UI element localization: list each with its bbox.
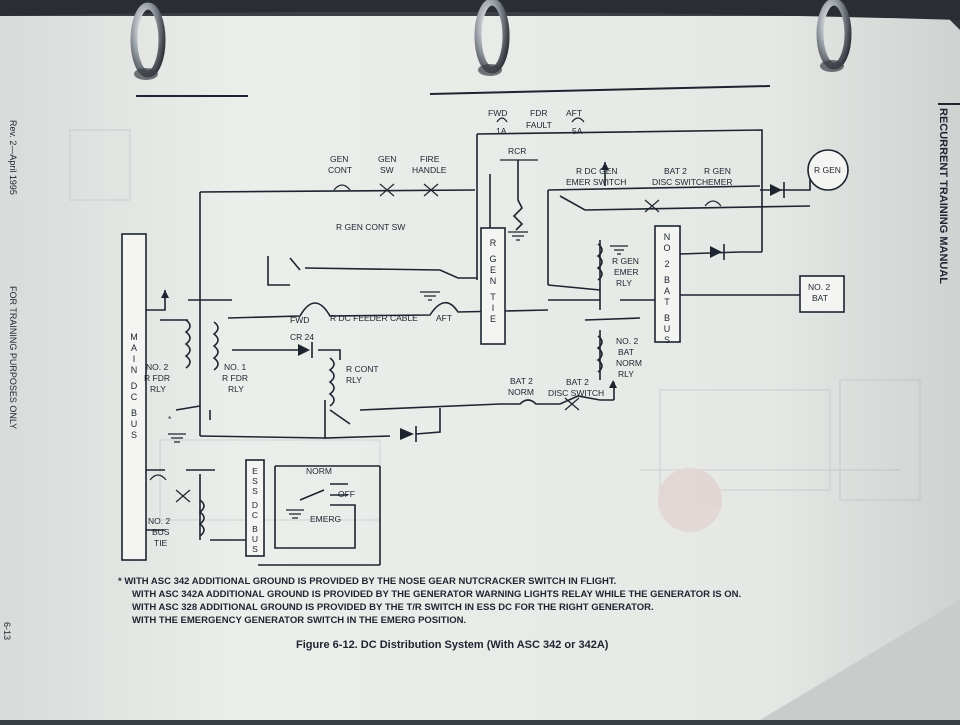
label-r-cont-1: R CONT bbox=[346, 364, 379, 374]
ess-dc-bus bbox=[245, 459, 265, 557]
label-r-gen-emer-rly-2: EMER bbox=[614, 267, 639, 277]
label-r-gen-emer-rly-1: R GEN bbox=[612, 256, 639, 266]
figure-caption: Figure 6-12. DC Distribution System (Wit… bbox=[296, 639, 609, 651]
label-fwd-top: FWD bbox=[488, 108, 507, 118]
label-emer-switch: EMER SWITCH bbox=[566, 177, 626, 187]
label-gen-sw-2: SW bbox=[380, 165, 394, 175]
label-r-gen-emer-1: R GEN bbox=[704, 166, 731, 176]
label-no2-bus-tie-1: NO. 2 bbox=[148, 516, 170, 526]
label-no2-r-fdr-3: RLY bbox=[150, 384, 166, 394]
label-bat2-disc-1: BAT 2 bbox=[566, 377, 589, 387]
label-no2-r-fdr-1: NO. 2 bbox=[146, 362, 168, 372]
label-no2-bus-tie-3: TIE bbox=[154, 538, 168, 548]
page-number: 6-13 bbox=[2, 622, 12, 640]
label-no2-bat-norm-rly-2: BAT bbox=[618, 347, 634, 357]
label-r-gen-cont-sw: R GEN CONT SW bbox=[336, 222, 405, 232]
wiring bbox=[146, 129, 811, 566]
no2-bat-bus bbox=[654, 225, 681, 343]
relay-coils bbox=[184, 243, 603, 537]
binder-rings bbox=[130, 0, 852, 80]
label-r-gen-emer-rly-3: RLY bbox=[616, 278, 632, 288]
diagram-labels: FWD 1A FDR FAULT AFT 5A RCR GEN CONT GEN… bbox=[144, 108, 841, 548]
label-fwd-mid: FWD bbox=[290, 315, 309, 325]
label-no1-r-fdr-1: NO. 1 bbox=[224, 362, 246, 372]
circuit-breakers bbox=[149, 117, 722, 481]
contact-arrows bbox=[161, 162, 617, 388]
label-r-dc-feeder-cable: R DC FEEDER CABLE bbox=[330, 313, 418, 323]
label-no2-bat-2: BAT bbox=[812, 293, 828, 303]
label-bat2-norm-2: NORM bbox=[508, 387, 534, 397]
label-r-dc-gen: R DC GEN bbox=[576, 166, 618, 176]
diodes bbox=[298, 182, 785, 442]
label-amp-1a: 1A bbox=[496, 126, 507, 136]
footnote-4: WITH THE EMERGENCY GENERATOR SWITCH IN T… bbox=[132, 615, 466, 626]
label-bat2-norm-1: BAT 2 bbox=[510, 376, 533, 386]
label-norm: NORM bbox=[306, 466, 332, 476]
label-no2-bus-tie-2: BUS bbox=[152, 527, 170, 537]
footnote-1: * WITH ASC 342 ADDITIONAL GROUND IS PROV… bbox=[118, 576, 616, 587]
footnote-3: WITH ASC 328 ADDITIONAL GROUND IS PROVID… bbox=[132, 602, 654, 613]
ground-symbols bbox=[168, 231, 628, 519]
label-fault: FAULT bbox=[526, 120, 552, 130]
header-rules bbox=[136, 85, 960, 105]
label-gen-cont-1: GEN bbox=[330, 154, 348, 164]
r-gen-tie-bus bbox=[480, 227, 506, 345]
label-gen-sw-1: GEN bbox=[378, 154, 396, 164]
label-no2-r-fdr-2: R FDR bbox=[144, 373, 170, 383]
label-no2-bat-1: NO. 2 bbox=[808, 282, 830, 292]
binder-ring-center bbox=[474, 0, 510, 76]
switch-contacts bbox=[175, 183, 660, 503]
label-cr24: CR 24 bbox=[290, 332, 314, 342]
label-gen-cont-2: CONT bbox=[328, 165, 352, 175]
no2-bat-box bbox=[799, 275, 845, 313]
revision-date: Rev. 2—April 1995 bbox=[8, 120, 18, 195]
label-no1-r-fdr-3: RLY bbox=[228, 384, 244, 394]
label-emerg: EMERG bbox=[310, 514, 341, 524]
label-no2-bat-norm-rly-3: NORM bbox=[616, 358, 642, 368]
label-bat2-top: BAT 2 bbox=[664, 166, 687, 176]
label-off: OFF bbox=[338, 489, 355, 499]
label-no2-bat-norm-rly-1: NO. 2 bbox=[616, 336, 638, 346]
binder-ring-right bbox=[816, 0, 852, 72]
label-r-gen: R GEN bbox=[814, 165, 841, 175]
r-gen-symbol bbox=[807, 149, 849, 191]
label-fire-1: FIRE bbox=[420, 154, 440, 164]
label-no1-r-fdr-2: R FDR bbox=[222, 373, 248, 383]
main-dc-bus bbox=[121, 233, 147, 561]
label-bat2-disc-2: DISC SWITCH bbox=[548, 388, 604, 398]
footnote-2: WITH ASC 342A ADDITIONAL GROUND IS PROVI… bbox=[132, 589, 741, 600]
binder-ring-left bbox=[130, 2, 166, 80]
label-amp-5a: 5A bbox=[572, 126, 583, 136]
label-aft-top: AFT bbox=[566, 108, 582, 118]
label-disc-switch-top: DISC SWITCH bbox=[652, 177, 708, 187]
label-no2-bat-norm-rly-4: RLY bbox=[618, 369, 634, 379]
label-asterisk: * bbox=[168, 414, 172, 424]
label-aft-mid: AFT bbox=[436, 313, 452, 323]
footnotes: * WITH ASC 342 ADDITIONAL GROUND IS PROV… bbox=[118, 576, 741, 626]
manual-title: RECURRENT TRAINING MANUAL bbox=[937, 108, 949, 284]
label-rcr: RCR bbox=[508, 146, 526, 156]
label-fdr: FDR bbox=[530, 108, 547, 118]
training-notice: FOR TRAINING PURPOSES ONLY bbox=[8, 286, 18, 429]
label-r-gen-emer-2: EMER bbox=[708, 177, 733, 187]
label-r-cont-2: RLY bbox=[346, 375, 362, 385]
label-fire-2: HANDLE bbox=[412, 165, 447, 175]
